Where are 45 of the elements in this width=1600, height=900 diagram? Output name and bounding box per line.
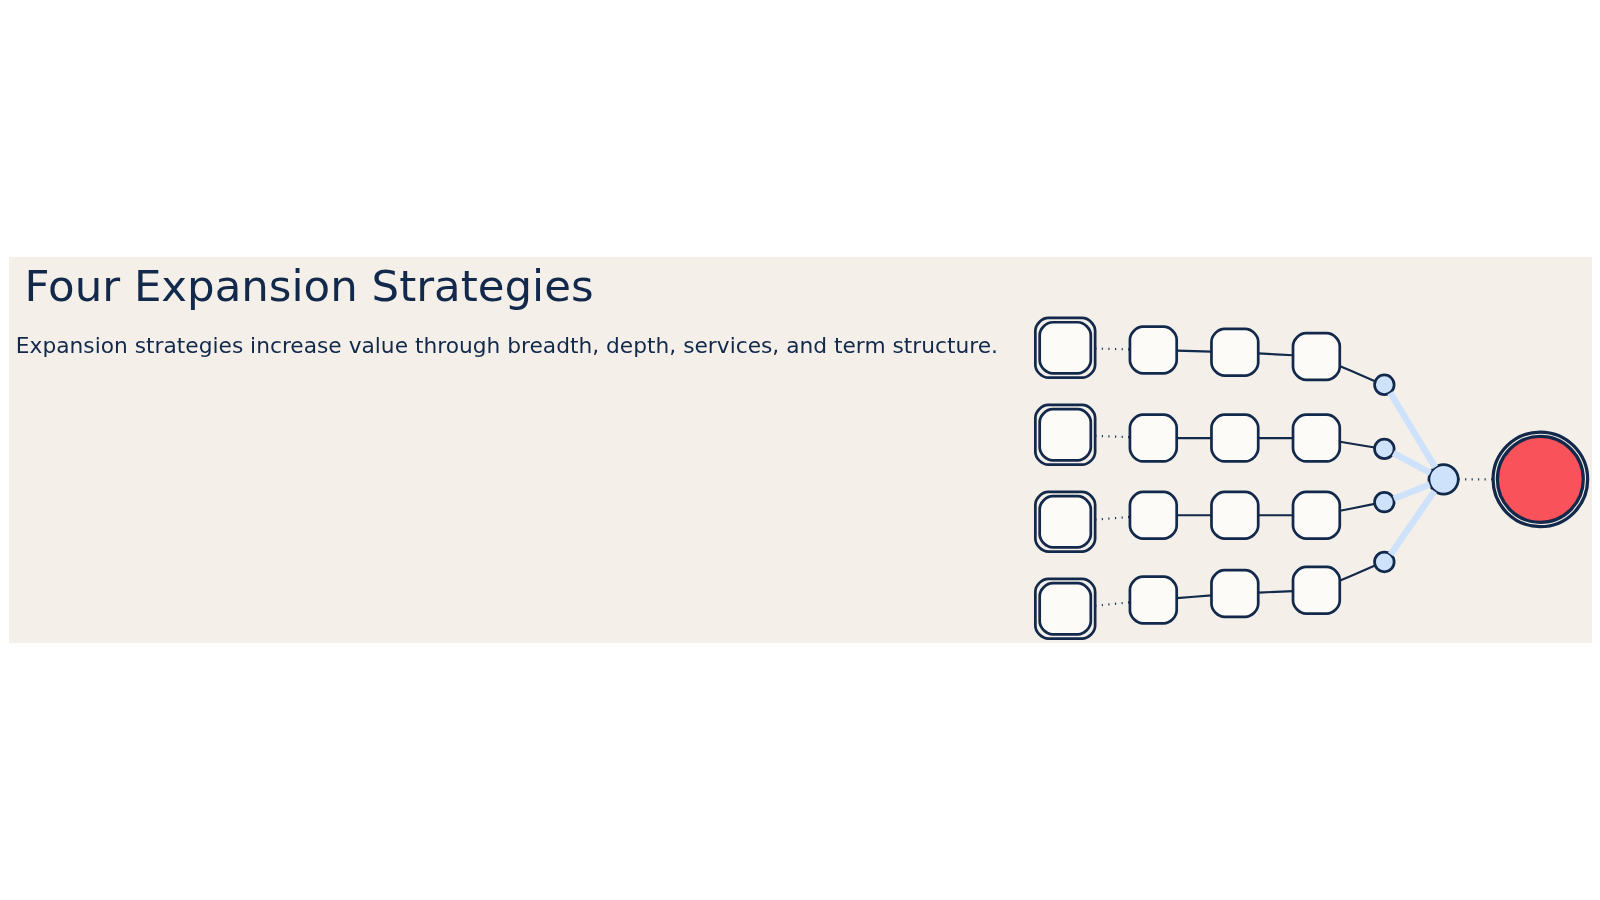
connector	[1392, 481, 1431, 502]
node-box	[1033, 577, 1096, 640]
node-box	[1033, 316, 1096, 380]
node-box	[1291, 413, 1341, 463]
connector	[1176, 349, 1211, 353]
node-box	[1033, 403, 1096, 467]
connector	[1458, 478, 1493, 481]
label: Expansion strategies increase value through breadth, depth, services, and term structure.	[15, 333, 998, 359]
connector	[1094, 434, 1130, 439]
connector	[1176, 436, 1211, 440]
connector	[1339, 502, 1375, 512]
node-circle	[1372, 437, 1395, 461]
connector	[1387, 489, 1437, 557]
node-box	[1291, 490, 1341, 540]
connector	[1257, 590, 1293, 594]
node-box	[1291, 565, 1341, 615]
node-circle	[1372, 550, 1395, 574]
node-box	[1209, 413, 1260, 463]
connector	[1257, 514, 1293, 517]
node-box	[1209, 327, 1260, 377]
connector	[1094, 601, 1130, 607]
node-box	[1128, 325, 1178, 375]
node-circle	[1372, 491, 1395, 514]
connector	[1094, 347, 1130, 351]
node-circle	[1427, 463, 1460, 496]
connector	[1176, 514, 1211, 517]
node-circle	[1490, 430, 1589, 529]
node-box	[1128, 575, 1178, 625]
connector	[1176, 594, 1212, 600]
diagram-title: Four Expansion Strategies	[24, 260, 594, 311]
connector	[1257, 436, 1293, 440]
node-box	[1209, 568, 1260, 619]
node-box	[1128, 413, 1178, 463]
connector	[1257, 352, 1293, 357]
node-box	[1128, 490, 1178, 540]
node-box	[1209, 490, 1260, 540]
node-box	[1033, 490, 1096, 553]
connector	[1094, 515, 1130, 521]
connector	[1391, 450, 1432, 476]
connector	[1339, 440, 1375, 449]
connector	[1387, 391, 1438, 469]
connector	[1339, 564, 1375, 582]
node-box	[1291, 331, 1341, 382]
connector	[1339, 365, 1375, 383]
node-circle	[1372, 373, 1395, 396]
